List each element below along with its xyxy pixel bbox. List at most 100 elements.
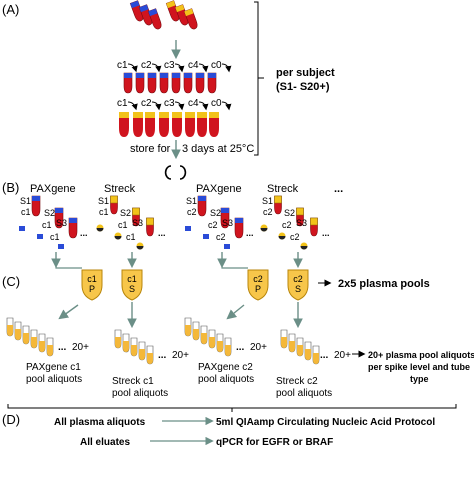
c2-label: c2 (216, 232, 226, 242)
aliquot-more: 20+ (72, 342, 89, 353)
row1-label-c2: c2 (141, 60, 152, 71)
aliquot-more: 20+ (172, 350, 189, 361)
row2-tubes (119, 112, 219, 137)
c1-label: c1 (50, 232, 60, 242)
aliquot-dots: ... (58, 342, 67, 353)
group-label-streck-1: Streck (104, 183, 136, 195)
arrow-c1 (58, 304, 79, 320)
note-line3: type (410, 374, 429, 384)
aliquot-dots: ... (236, 342, 245, 353)
panel-d: (D) All plasma aliquots 5ml QIAamp Circu… (2, 412, 435, 448)
panel-c: (C) c1 P c1 S c2 P c2 S 2x5 plasma pools (2, 266, 474, 412)
d-row2-right: qPCR for EGFR or BRAF (216, 437, 333, 448)
per-subject-line1: per subject (276, 67, 335, 79)
dots: ... (158, 228, 166, 238)
s3-label: S3 (56, 218, 67, 228)
row1-label-c3: c3 (164, 60, 175, 71)
panel-c-label: (C) (2, 274, 20, 289)
c2-label: c2 (208, 220, 218, 230)
s2-label: S2 (44, 208, 55, 218)
per-subject-bracket (254, 1, 264, 156)
s2-label: S2 (284, 208, 295, 218)
storage-prefix: store for (130, 143, 171, 155)
c1-label: c1 (126, 232, 136, 242)
dots: ... (80, 228, 88, 238)
plasma-pools-label: 2x5 plasma pools (338, 278, 430, 290)
shield-line2: P (89, 284, 95, 294)
group-label-streck-2: Streck (267, 183, 299, 195)
group-label-more: ... (334, 183, 343, 195)
c1-label: c1 (42, 220, 52, 230)
shield-line2: S (129, 284, 135, 294)
row2-label-c3: c3 (164, 98, 175, 109)
aliquot-dots: ... (158, 350, 167, 361)
caption-paxgene-c1-line2: pool aliquots (26, 374, 82, 385)
shield-line1: c2 (253, 274, 263, 284)
d-row2-left: All eluates (80, 437, 130, 448)
caption-streck-c1-line1: Streck c1 (112, 376, 154, 387)
s1-label: S1 (20, 196, 31, 206)
row1-label-c1: c1 (117, 60, 128, 71)
s1-label: S1 (186, 196, 197, 206)
d-row1-left: All plasma aliquots (54, 417, 146, 428)
aliquot-group-paxgene-c2: ... 20+ (184, 317, 267, 357)
s3-label: S3 (132, 218, 143, 228)
row1-label-c4: c4 (188, 60, 199, 71)
caption-streck-c1-line2: pool aliquots (112, 388, 168, 399)
per-subject-line2: (S1- S20+) (276, 81, 330, 93)
shield-line1: c1 (87, 274, 97, 284)
s3-label: S3 (222, 218, 233, 228)
note-line1: 20+ plasma pool aliquots (368, 350, 474, 360)
panel-d-label: (D) (2, 412, 20, 427)
c2-label: c2 (263, 207, 273, 217)
arrow-c3 (226, 304, 245, 320)
c1-label: c1 (118, 220, 128, 230)
connector-c2p (221, 266, 248, 269)
caption-paxgene-c2-line2: pool aliquots (198, 374, 254, 385)
s1-label: S1 (98, 196, 109, 206)
aliquot-more: 20+ (250, 342, 267, 353)
group-label-paxgene-1: PAXgene (30, 183, 76, 195)
aliquot-more: 20+ (334, 350, 351, 361)
shield-line2: S (295, 284, 301, 294)
dots: ... (322, 228, 330, 238)
panel-c-bracket (7, 404, 457, 412)
row1-curved-arrows (127, 63, 232, 73)
pool-shield-c1-s: c1 S (121, 269, 143, 301)
panel-a: (A) c1 c2 c3 c4 c0 (2, 0, 335, 180)
s1-label: S1 (262, 196, 273, 206)
c2-label: c2 (290, 232, 300, 242)
caption-paxgene-c1-line1: PAXgene c1 (26, 362, 81, 373)
cycle-icon (164, 165, 187, 180)
tube-group-paxgene-1: S1 c1 S2 c1 S3 c1 ... (19, 195, 88, 249)
top-tube-cluster (129, 0, 199, 31)
storage-suffix: 3 days at 25°C (182, 143, 254, 155)
aliquot-group-streck-c2: ... 20+ (280, 329, 351, 365)
aliquot-group-paxgene-c1: ... 20+ (6, 317, 89, 357)
pool-shield-c2-p: c2 P (247, 269, 269, 301)
c2-label: c2 (282, 220, 292, 230)
caption-streck-c2-line2: pool aliquots (276, 388, 332, 399)
row1-labels: c1 c2 c3 c4 c0 (117, 60, 222, 71)
tube-group-streck-2: S1 c2 S2 c2 S3 c2 ... (260, 195, 330, 250)
caption-paxgene-c2-line1: PAXgene c2 (198, 362, 253, 373)
pool-shield-c2-s: c2 S (287, 269, 309, 301)
group-label-paxgene-2: PAXgene (196, 183, 242, 195)
row2-curved-arrows (127, 101, 232, 111)
panel-b-label: (B) (2, 180, 19, 195)
c2-label: c2 (187, 207, 197, 217)
tube-group-paxgene-2: S1 c2 S2 c2 S3 c2 ... (185, 195, 254, 249)
shield-line1: c2 (293, 274, 303, 284)
panel-b: (B) PAXgene Streck PAXgene Streck ... S1… (2, 180, 343, 269)
aliquot-group-streck-c1: ... 20+ (114, 329, 189, 365)
d-row1-right: 5ml QIAamp Circulating Nucleic Acid Prot… (216, 417, 435, 428)
s2-label: S2 (120, 208, 131, 218)
c1-label: c1 (99, 207, 109, 217)
c1-label: c1 (21, 207, 31, 217)
shield-line2: P (255, 284, 261, 294)
aliquot-dots: ... (320, 350, 329, 361)
row2-label-c1: c1 (117, 98, 128, 109)
dots: ... (246, 228, 254, 238)
note-line2: per spike level and tube (368, 362, 470, 372)
